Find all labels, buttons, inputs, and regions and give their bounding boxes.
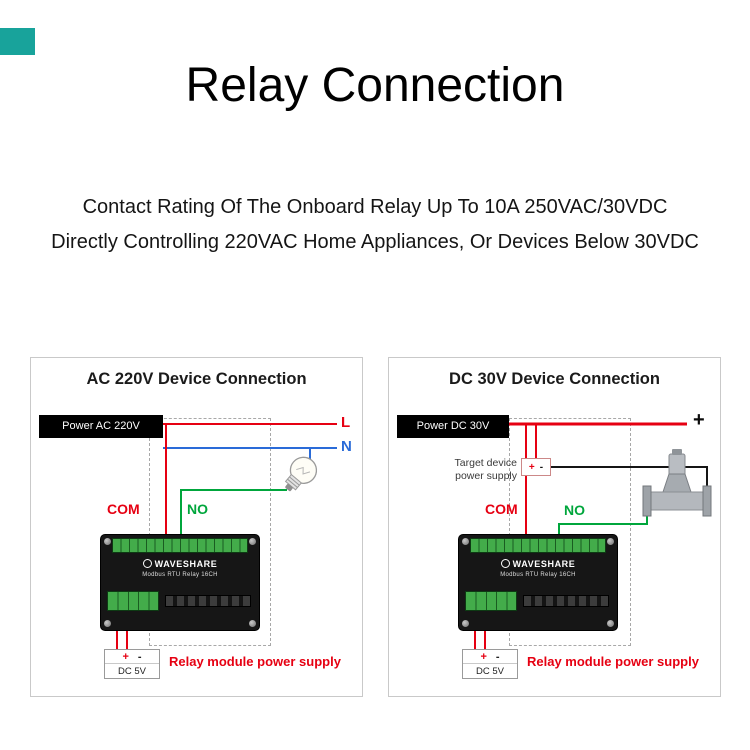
psu-note: Relay module power supply (527, 654, 699, 669)
psu-minus-label: - (137, 650, 142, 663)
waveshare-logo-icon (142, 559, 152, 568)
brand-label: WAVESHARE (101, 559, 259, 569)
light-bulb-icon (284, 456, 318, 492)
psu-plus-label: + (480, 650, 487, 663)
com-terminal-label: COM (485, 501, 518, 517)
screw-icon (607, 538, 614, 545)
corner-watermark (0, 28, 35, 55)
brand-text: WAVESHARE (154, 559, 218, 569)
psu-voltage-label: DC 5V (476, 666, 504, 677)
live-terminal-label: L (341, 414, 351, 431)
ac-dashed-region (149, 418, 271, 646)
relay-module: WAVESHARE Modbus RTU Relay 16CH (459, 535, 617, 630)
model-label: Modbus RTU Relay 16CH (142, 572, 218, 578)
battery-plus-label: + (528, 461, 535, 473)
target-note-line2: power supply (455, 469, 517, 482)
dc-panel: DC 30V Device Connection Power DC 30V + … (388, 357, 721, 697)
psu-terminals: + - (463, 650, 517, 664)
screw-icon (249, 538, 256, 545)
subtitle-line-1: Contact Rating Of The Onboard Relay Up T… (82, 196, 668, 218)
waveshare-logo-icon (500, 559, 510, 568)
solenoid-valve-icon (642, 449, 712, 517)
psu-note: Relay module power supply (169, 654, 341, 669)
no-terminal-label: NO (187, 501, 208, 517)
ac-power-source-label: Power AC 220V (39, 415, 163, 438)
psu-box: + - DC 5V (104, 649, 160, 679)
relay-module: WAVESHARE Modbus RTU Relay 16CH (101, 535, 259, 630)
screw-icon (104, 538, 111, 545)
com-terminal-label: COM (107, 501, 140, 517)
brand-label: WAVESHARE (459, 559, 617, 569)
target-note-line1: Target device (454, 457, 517, 469)
neutral-terminal-label: N (341, 438, 352, 455)
screw-icon (607, 620, 614, 627)
psu-plus-label: + (122, 650, 129, 663)
no-wire (558, 516, 648, 542)
ac-wiring-diagram (116, 423, 337, 649)
screw-icon (462, 620, 469, 627)
subtitle-line-2: Directly Controlling 220VAC Home Applian… (51, 231, 699, 253)
ac-panel-heading: AC 220V Device Connection (86, 370, 307, 388)
power-input-terminals (107, 591, 159, 611)
brand-text: WAVESHARE (512, 559, 576, 569)
power-input-terminals (465, 591, 517, 611)
battery-minus-label: - (539, 461, 544, 473)
model-label: Modbus RTU Relay 16CH (500, 572, 576, 578)
io-connector-strip (523, 595, 609, 607)
target-supply-note: Target device power supply (425, 457, 517, 482)
dc-power-source-label: Power DC 30V (397, 415, 509, 438)
screw-icon (462, 538, 469, 545)
dc-wiring-diagram (474, 422, 712, 649)
target-supply-battery: + - (521, 458, 551, 476)
psu-minus-label: - (495, 650, 500, 663)
screw-icon (249, 620, 256, 627)
psu-box: + - DC 5V (462, 649, 518, 679)
psu-voltage-label: DC 5V (118, 666, 146, 677)
screw-icon (104, 620, 111, 627)
page-title: Relay Connection (185, 59, 565, 112)
no-wire (180, 489, 287, 542)
positive-terminal-label: + (693, 409, 705, 431)
dc-dashed-region (509, 418, 631, 646)
relay-output-terminals (470, 538, 606, 553)
negative-wire (551, 466, 708, 486)
no-terminal-label: NO (564, 502, 585, 518)
dc-panel-heading: DC 30V Device Connection (449, 370, 660, 388)
relay-output-terminals (112, 538, 248, 553)
psu-terminals: + - (105, 650, 159, 664)
ac-panel: AC 220V Device Connection Power AC 220V … (30, 357, 363, 697)
io-connector-strip (165, 595, 251, 607)
